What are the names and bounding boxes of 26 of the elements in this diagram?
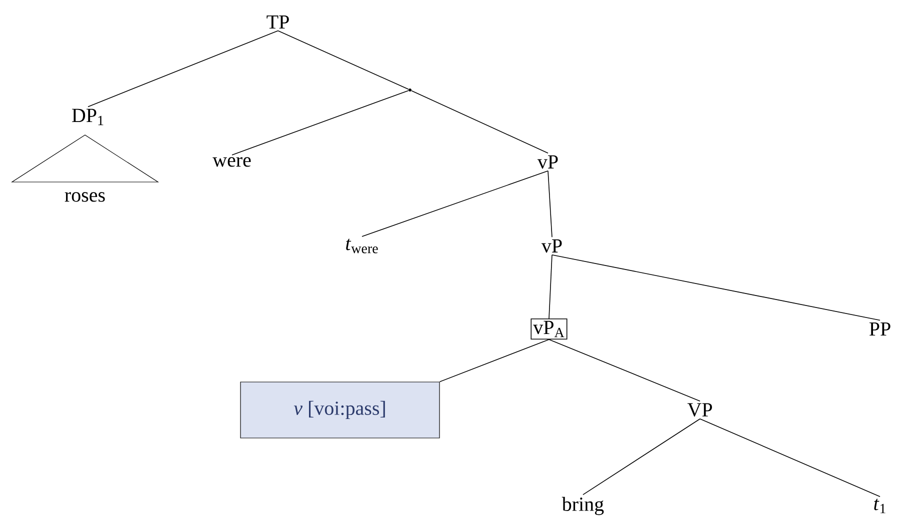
tree-branch xyxy=(278,30,409,90)
tree-branch xyxy=(362,170,548,237)
node-label: roses xyxy=(64,192,105,202)
tree-branch xyxy=(232,90,409,156)
tree-branch xyxy=(548,254,552,319)
tree-label: DP$_{1}$ xyxy=(72,108,104,126)
tree-branch xyxy=(88,30,278,108)
tree-label: t$_{were}$ xyxy=(346,238,378,254)
tree-label: bring xyxy=(562,496,604,516)
tree-branch xyxy=(582,418,700,496)
tree-label: were xyxy=(212,157,251,167)
tree-label: vP xyxy=(541,239,562,253)
tree-label: TP xyxy=(266,15,289,29)
boxed-label: vP$_{A}$ xyxy=(530,318,568,340)
tree-label: vP xyxy=(537,155,558,169)
tree-branch xyxy=(552,254,880,321)
tree-branch xyxy=(548,339,700,402)
tree-label: t$_{1}$ xyxy=(874,498,886,514)
branch-point xyxy=(408,88,412,92)
tree-branch xyxy=(439,339,550,382)
tree-branch xyxy=(700,418,880,497)
tree-label: VP xyxy=(687,403,712,417)
highlighted-box: v [voi:pass] xyxy=(240,382,440,438)
tree-label: PP xyxy=(869,322,890,336)
tree-branch xyxy=(411,90,548,154)
tree-branch xyxy=(548,170,552,238)
